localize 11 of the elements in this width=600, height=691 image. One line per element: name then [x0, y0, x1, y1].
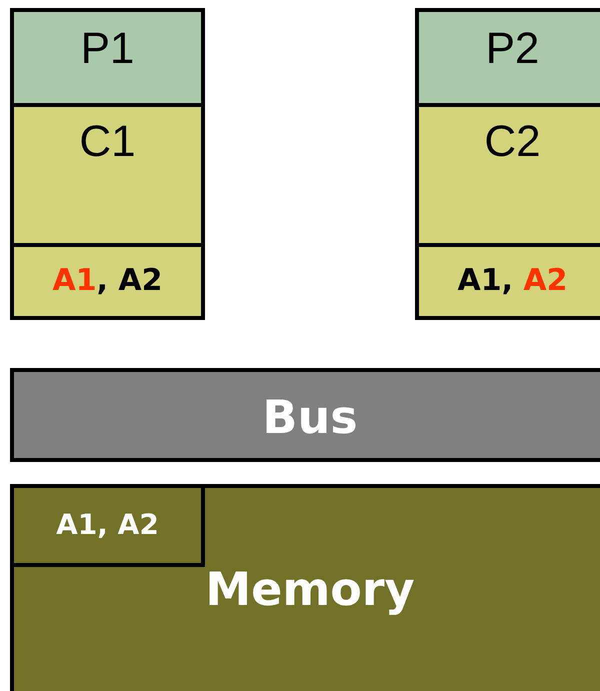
- address-label: A1, A2: [55, 508, 160, 541]
- memory-label: Memory: [204, 562, 416, 616]
- address-label: A1, A2: [456, 263, 569, 298]
- bus-bar: [10, 368, 600, 462]
- processor-label: P2: [484, 24, 540, 74]
- address-label: A1, A2: [51, 263, 164, 298]
- processor-label: P1: [80, 24, 136, 74]
- bus-label: Bus: [261, 390, 359, 444]
- memory-block: [10, 484, 600, 691]
- cache-label: C1: [78, 117, 137, 167]
- cache-label: C2: [483, 117, 542, 167]
